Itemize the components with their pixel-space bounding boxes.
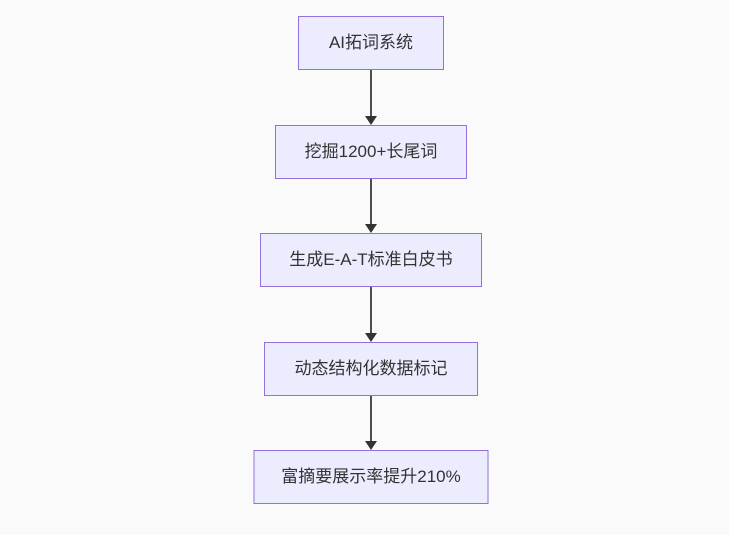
arrowhead-down-icon xyxy=(365,333,377,342)
edge-arrow-4 xyxy=(365,396,377,450)
edge-arrow-1 xyxy=(365,70,377,125)
flow-node-generate-eat-whitepaper: 生成E-A-T标准白皮书 xyxy=(260,233,482,287)
arrowhead-down-icon xyxy=(365,224,377,233)
flow-node-ai-word-expansion-system: AI拓词系统 xyxy=(298,16,444,70)
edge-arrow-2 xyxy=(365,179,377,233)
flow-node-dynamic-structured-data-markup: 动态结构化数据标记 xyxy=(264,342,478,396)
flow-node-rich-snippet-rate-increase: 富摘要展示率提升210% xyxy=(253,450,489,504)
arrowhead-down-icon xyxy=(365,116,377,125)
edge-arrow-3 xyxy=(365,287,377,342)
arrowhead-down-icon xyxy=(365,441,377,450)
flow-node-mine-longtail-keywords: 挖掘1200+长尾词 xyxy=(275,125,467,179)
